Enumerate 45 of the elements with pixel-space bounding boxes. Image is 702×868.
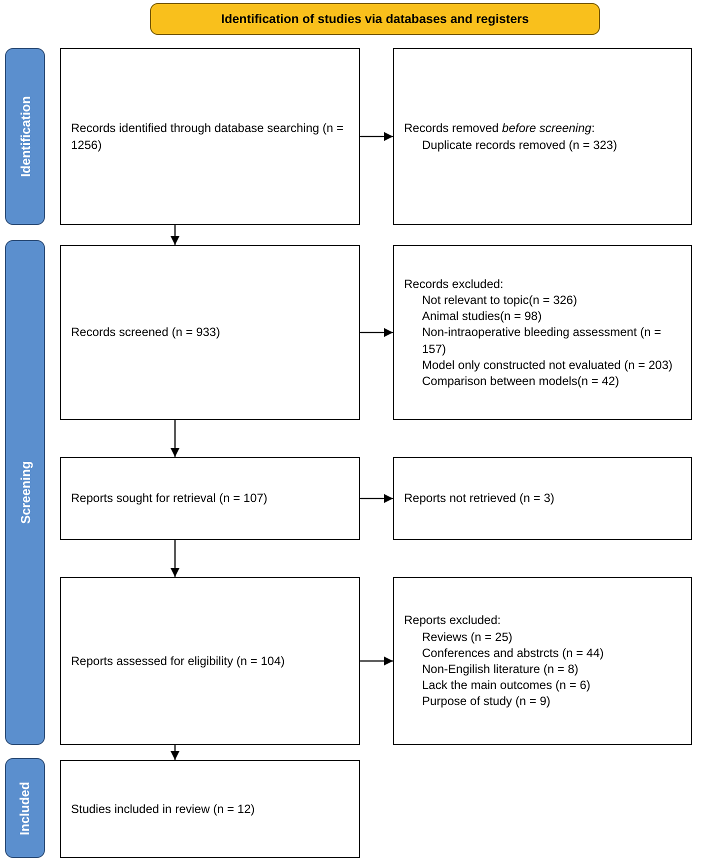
box-text: Duplicate records removed (n = 323): [421, 136, 618, 153]
process-box: [60, 48, 360, 225]
box-text: Reports not retrieved (n = 3): [404, 490, 556, 507]
title-banner: [150, 3, 600, 35]
process-box: [393, 577, 692, 745]
box-text: Animal studies(n = 98): [421, 308, 543, 324]
box-text: Reviews (n = 25): [421, 628, 514, 645]
process-box: [60, 245, 360, 420]
arrow: [170, 420, 180, 457]
arrow: [170, 540, 180, 577]
box-text: Conferences and abstrcts (n = 44): [421, 644, 605, 661]
stage-band: [5, 48, 45, 225]
stage-label: Included: [18, 781, 32, 835]
arrow: [360, 328, 393, 338]
banner-title: Identification of studies via databases and registers: [221, 12, 529, 26]
box-text: Records excluded:: [404, 276, 504, 292]
box-text: Reports excluded:: [404, 612, 502, 629]
process-box: [393, 457, 692, 540]
arrow: [360, 656, 393, 666]
stage-band: [5, 758, 45, 858]
box-text: Reports sought for retrieval (n = 107): [71, 490, 268, 507]
box-text: Purpose of study (n = 9): [421, 693, 552, 710]
arrow: [170, 225, 180, 245]
box-text: Model only constructed not evaluated (n = 203): [421, 356, 674, 373]
box-text: Records screened (n = 933): [71, 324, 222, 341]
box-text: Comparison between models(n = 42): [421, 372, 620, 390]
process-box: [393, 245, 692, 420]
box-text: Records identified through database searching (n = 1256): [71, 120, 345, 153]
stage-label: Identification: [18, 96, 32, 177]
stage-band: [5, 240, 45, 745]
arrow: [360, 132, 393, 142]
box-text: Non-Engilish literature (n = 8): [421, 661, 580, 678]
arrow: [360, 494, 393, 504]
process-box: [393, 48, 692, 225]
box-text: Non-intraoperative bleeding assessment (n = 157): [421, 324, 662, 357]
box-text: Reports assessed for eligibility (n = 104): [71, 652, 286, 670]
arrow: [170, 745, 180, 760]
stage-label: Screening: [18, 461, 32, 524]
box-text: Studies included in review (n = 12): [71, 800, 256, 818]
box-text: Lack the main outcomes (n = 6): [421, 677, 592, 694]
box-text: Records removed before screening:: [404, 120, 596, 136]
box-text: Not relevant to topic(n = 326): [421, 292, 578, 308]
process-box: [60, 577, 360, 745]
process-box: [60, 760, 360, 858]
process-box: [60, 457, 360, 540]
